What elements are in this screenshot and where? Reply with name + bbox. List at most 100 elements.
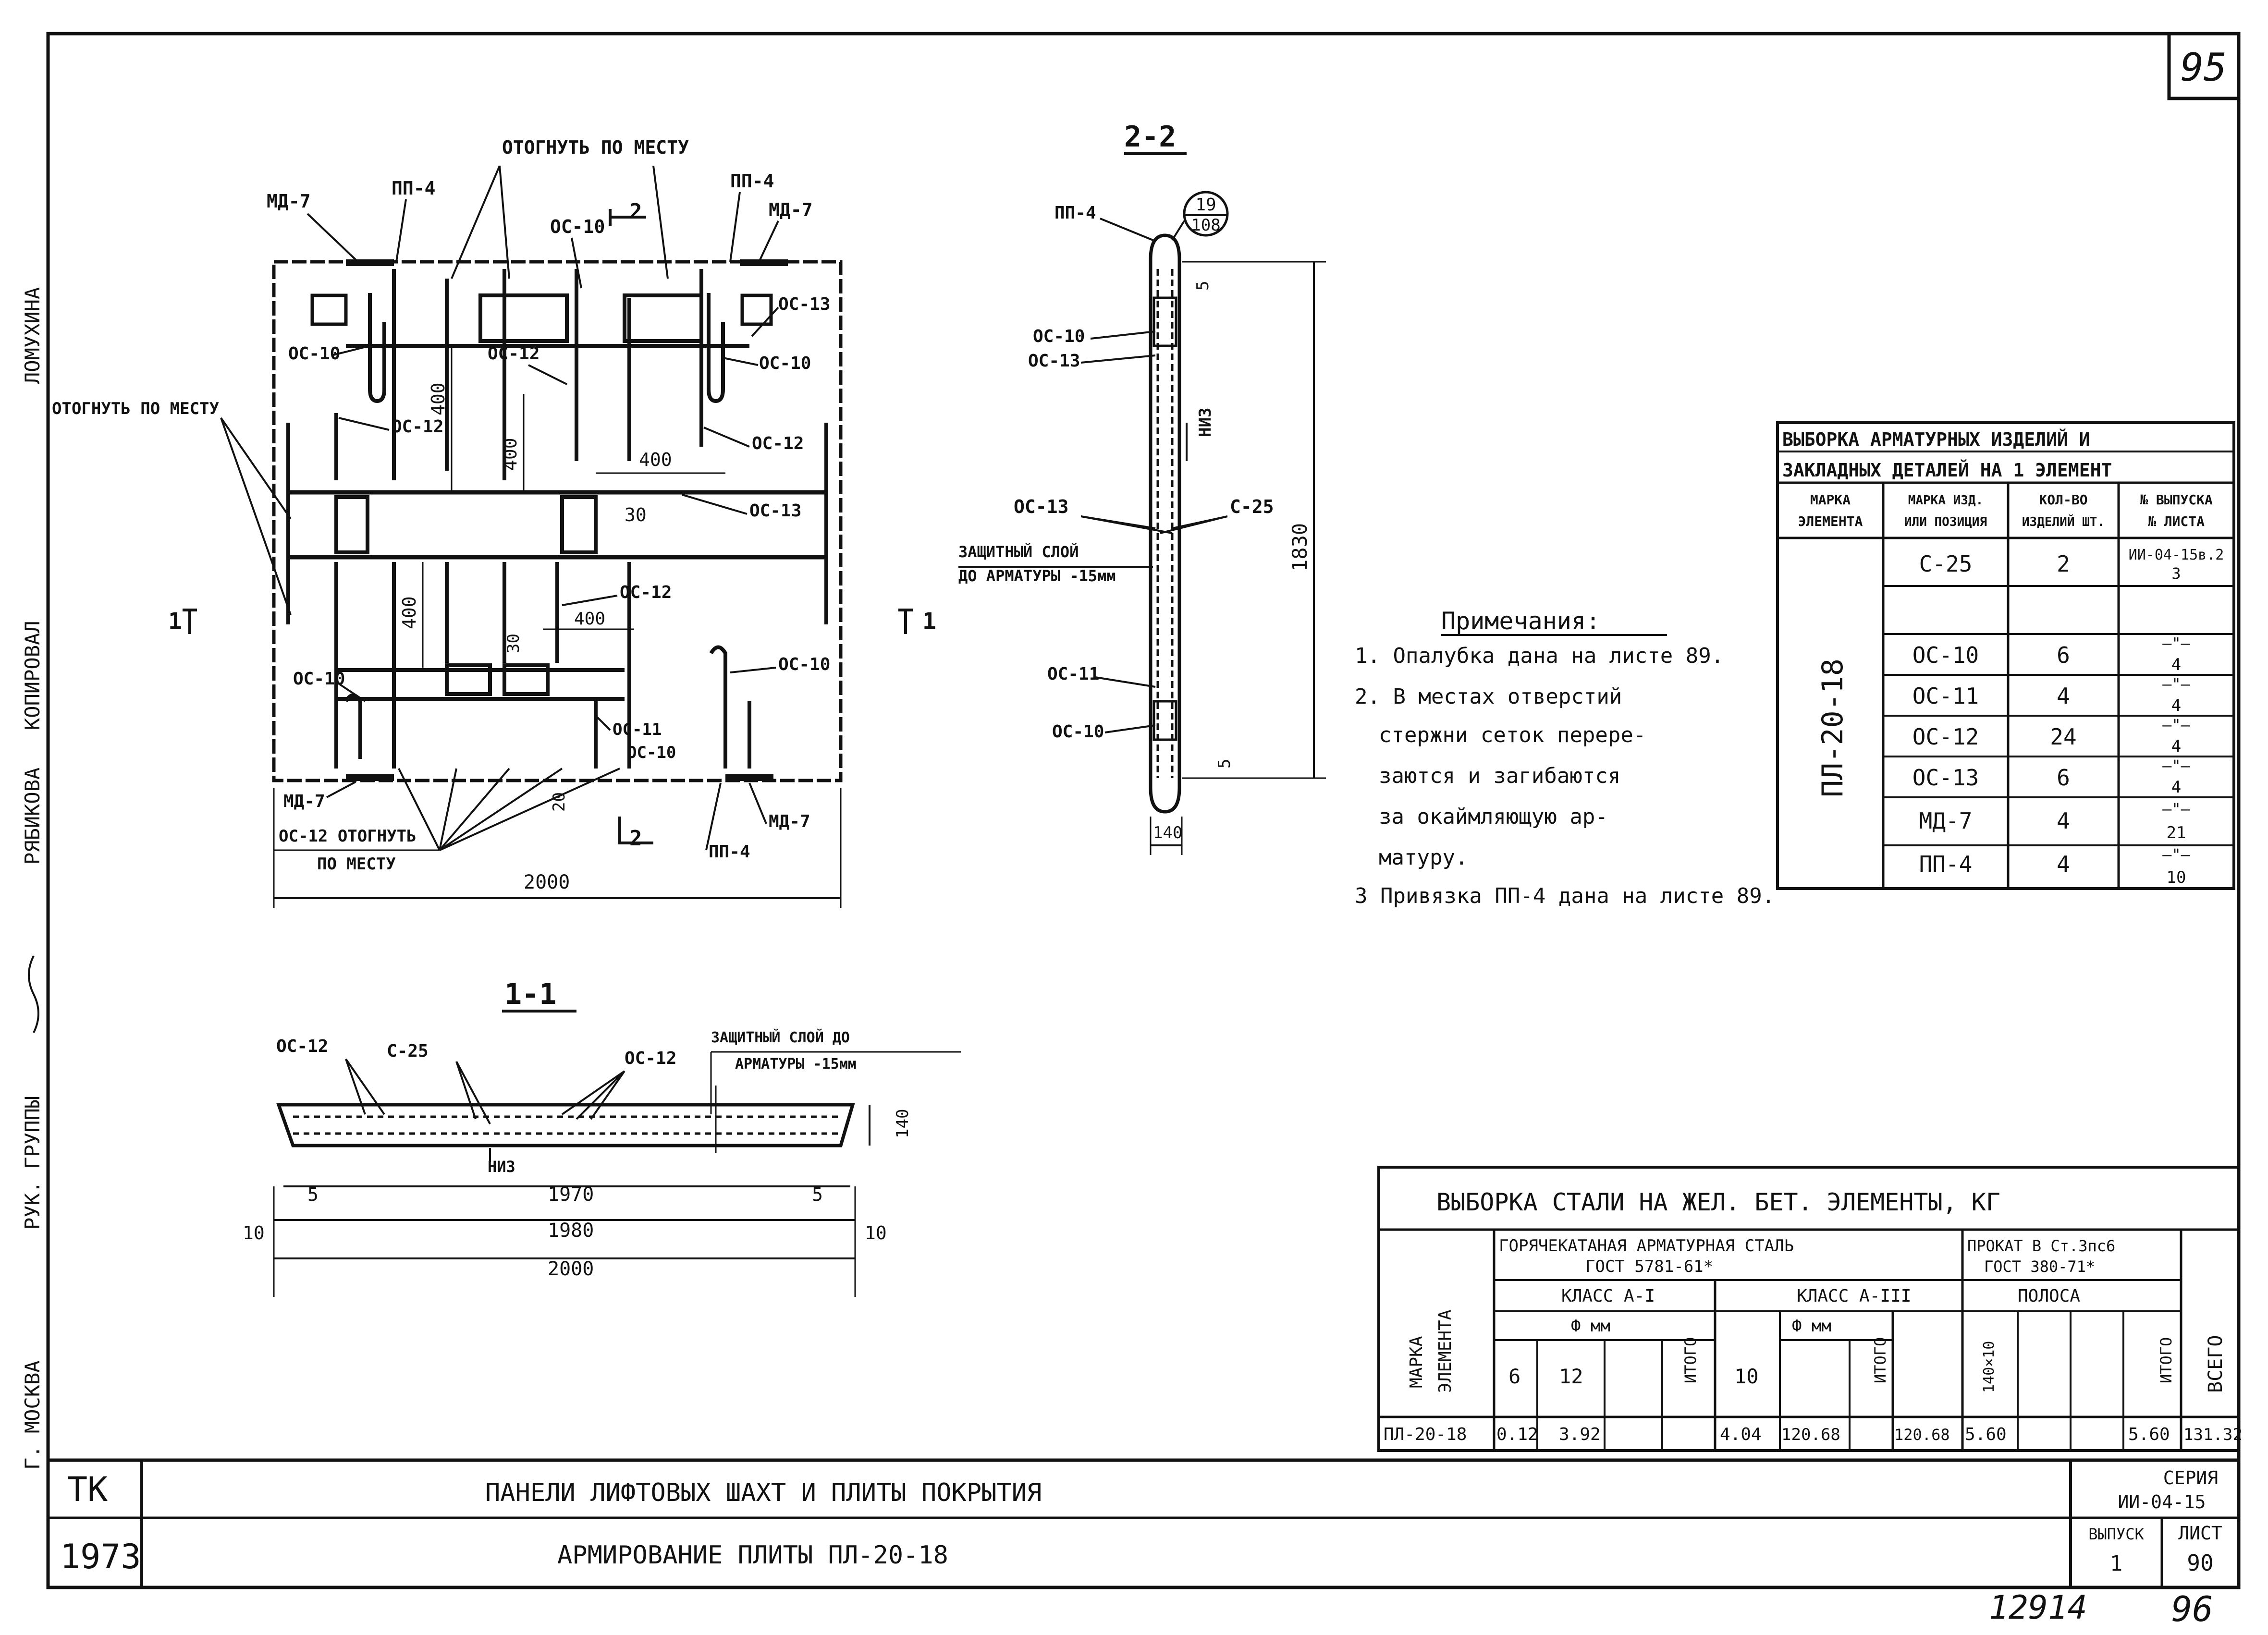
section-1-1-outline	[276, 1103, 855, 1147]
table-parts-selection: ВЫБОРКА АРМАТУРНЫХ ИЗДЕЛИЙ И ЗАКЛАДНЫХ Д…	[1776, 421, 2235, 890]
plate-md-7	[740, 259, 788, 266]
table1-head-pos-1: МАРКА ИЗД.	[1908, 493, 1984, 508]
callout-circle	[1183, 191, 1229, 237]
dim-5-top: 5	[1193, 281, 1213, 291]
margin-name-1: РЯБИКОВА	[21, 768, 44, 865]
label-os-12-d: ОС-12	[620, 583, 672, 602]
table1-row-sheet2: 4	[2171, 737, 2181, 756]
rebar-os-10-hook	[709, 645, 727, 769]
dim-140-s22: 140	[1153, 823, 1182, 842]
label-os-12-c: ОС-12	[752, 434, 804, 453]
label-os-13-s22: ОС-13	[1014, 496, 1068, 517]
label-section-2-bottom: 2	[629, 826, 642, 851]
note-line-6: матуру.	[1379, 845, 1468, 870]
table2-class3: КЛАСС А-III	[1797, 1286, 1911, 1306]
margin-copied: КОПИРОВАЛ	[21, 621, 44, 730]
opening	[503, 663, 550, 696]
label-niz-s22: НИЗ	[1196, 408, 1215, 437]
opening	[478, 293, 569, 343]
dim-2000-plan: 2000	[524, 871, 570, 893]
label-md-7-bottom-left: МД-7	[283, 792, 325, 811]
table1-row-sheet2: 4	[2171, 696, 2181, 715]
table2-size-strip: 140×10	[1981, 1341, 1998, 1393]
tb-issue-label: ВЫПУСК	[2088, 1525, 2144, 1543]
table1-head-qty-1: КОЛ-ВО	[2039, 492, 2087, 508]
section-2-2-outline	[1149, 233, 1181, 814]
label-pp-4-top-left: ПП-4	[392, 178, 436, 199]
table2-group2-1: ПРОКАТ В Ст.3пс6	[1967, 1237, 2115, 1255]
section-2-2: 2-2 19 108 ПП-4 ОС-10 ОС-13 НИЗ ОС-13 С-…	[958, 120, 1326, 855]
table1-element: ПЛ-20-18	[1816, 659, 1850, 797]
label-os-10-b: ОС-10	[627, 743, 676, 762]
dim-400-e: 400	[574, 609, 605, 629]
sheet-frame	[46, 32, 2241, 1589]
label-os-10-s22: ОС-10	[1052, 722, 1104, 742]
tb-series-label: СЕРИЯ	[2163, 1467, 2218, 1489]
table2-itogo-1: ИТОГО	[1681, 1337, 1700, 1383]
table1-head-qty-2: ИЗДЕЛИЙ ШТ.	[2022, 514, 2105, 529]
table1-rows: С-25 2 ИИ-04-15в.2 3 ОС-10 6 —"— 4 ОС-11…	[1883, 547, 2234, 887]
table2-phi-3: Ф мм	[1792, 1317, 1831, 1336]
table2-group2-2: ГОСТ 380-71*	[1984, 1257, 2095, 1276]
label-c-25-s22: С-25	[1230, 496, 1274, 517]
table1-row-sheet: —"—	[2162, 845, 2191, 864]
dim-5-right: 5	[812, 1184, 823, 1205]
table2-cell: ПЛ-20-18	[1384, 1425, 1467, 1444]
label-os-12-s11-b: ОС-12	[625, 1049, 676, 1068]
plan-view: ОТОГНУТЬ ПО МЕСТУ МД-7 ПП-4 ПП-4 МД-7 ОС…	[52, 137, 936, 908]
table2-cell: 4.04	[1720, 1425, 1762, 1444]
table1-row-sheet: —"—	[2162, 716, 2191, 734]
dim-1970: 1970	[548, 1184, 594, 1206]
table1-title-2: ЗАКЛАДНЫХ ДЕТАЛЕЙ НА 1 ЭЛЕМЕНТ	[1782, 460, 2112, 481]
table2-cell: 0.12	[1496, 1425, 1538, 1444]
label-section-1-right: 1	[922, 608, 936, 635]
plate-md-7	[346, 774, 394, 781]
callout-bottom: 108	[1191, 216, 1220, 235]
callout-top: 19	[1195, 195, 1216, 215]
dim-5-bottom: 5	[1215, 759, 1234, 769]
table2-size-6: 6	[1508, 1365, 1520, 1388]
table1-row-sheet: —"—	[2162, 675, 2191, 693]
dim-140-s11: 140	[893, 1109, 912, 1138]
dim-400-a: 400	[428, 382, 449, 415]
margin-name-2: ЛОМУХИНА	[21, 287, 44, 384]
label-os-13-s22-top: ОС-13	[1028, 351, 1080, 371]
table2-cell: 131.32	[2183, 1425, 2243, 1444]
margin-signature	[28, 955, 39, 1033]
table1-row-qty: 6	[2057, 642, 2070, 668]
table1-row-mark: С-25	[1919, 551, 1973, 577]
table1-row-sheet: ИИ-04-15в.2	[2129, 547, 2224, 563]
table1-row-qty: 6	[2057, 765, 2070, 791]
dim-2000-s11: 2000	[548, 1258, 594, 1280]
label-section-2-top: 2	[629, 199, 642, 224]
table1-head-pos-2: ИЛИ ПОЗИЦИЯ	[1904, 515, 1987, 529]
table1-row-qty: 4	[2057, 683, 2070, 709]
table2-col-mark-2: ЭЛЕМЕНТА	[1435, 1309, 1455, 1393]
plan-outline	[272, 260, 843, 782]
label-os-12-b: ОС-12	[392, 417, 443, 437]
note-line-5: за окаймляющую ар-	[1379, 805, 1608, 829]
label-cover-s22-2: ДО АРМАТУРЫ -15мм	[958, 567, 1116, 585]
table2-col-mark-1: МАРКА	[1407, 1336, 1426, 1388]
table2-size-10: 10	[1734, 1365, 1759, 1388]
label-cover-s11-2: АРМАТУРЫ -15мм	[735, 1056, 857, 1073]
dim-30-a: 30	[625, 504, 647, 525]
label-pp-4-s22: ПП-4	[1054, 203, 1096, 223]
notes-title: Примечания:	[1441, 607, 1600, 635]
label-os-13-right: ОС-13	[778, 294, 830, 314]
left-margin-stamps: Г. МОСКВА РУК. ГРУППЫ РЯБИКОВА КОПИРОВАЛ…	[21, 202, 49, 1470]
label-os-11: ОС-11	[613, 720, 662, 739]
label-pp-4-top-right: ПП-4	[730, 171, 774, 192]
tb-series: ИИ-04-15	[2118, 1491, 2206, 1513]
label-os-10-right: ОС-10	[759, 354, 811, 373]
rebar-os-10-hook	[344, 693, 362, 759]
label-os-12-a: ОС-12	[488, 344, 539, 364]
opening	[623, 293, 703, 343]
label-cover-s11-1: ЗАЩИТНЫЙ СЛОЙ ДО	[711, 1029, 850, 1046]
tb-sheet-label: ЛИСТ	[2178, 1523, 2222, 1544]
label-niz-s11: НИЗ	[488, 1158, 515, 1176]
page-number-top: 95	[2181, 45, 2227, 90]
dim-1980: 1980	[548, 1220, 594, 1242]
table1-row-qty: 4	[2057, 808, 2070, 834]
